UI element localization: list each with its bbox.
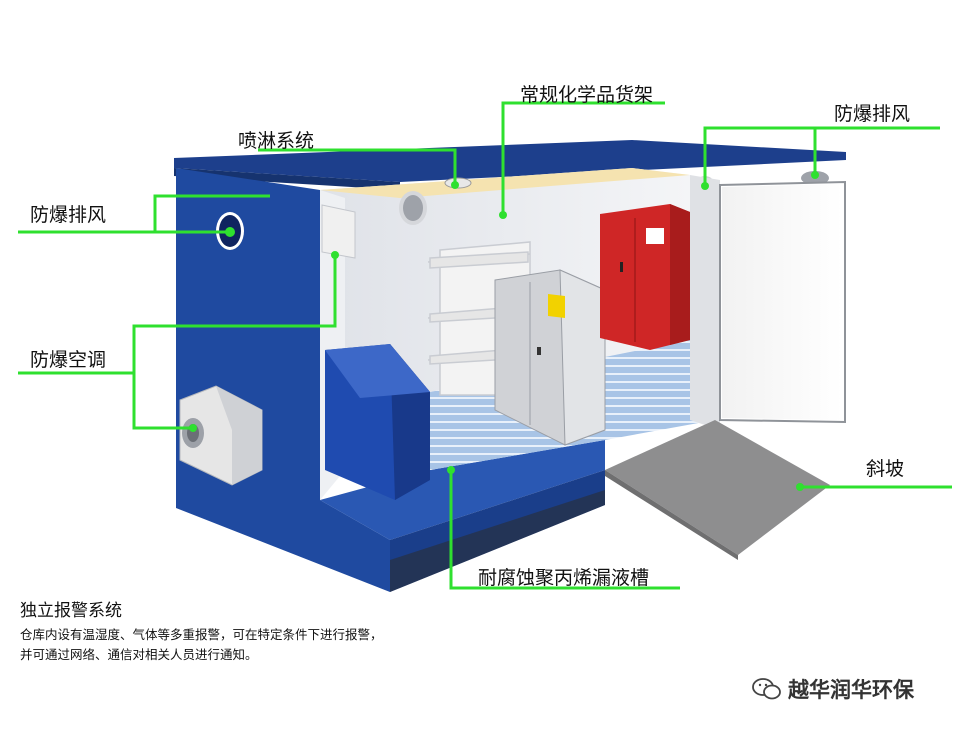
interior-ceiling: [320, 168, 690, 198]
watermark: 越华润华环保: [752, 676, 914, 702]
leader-trough: [449, 470, 680, 590]
leader-lines: [18, 101, 952, 590]
label-exhaust-left: 防爆排风: [30, 204, 107, 226]
label-shelf: 常规化学品货架: [520, 84, 654, 106]
explosion-proof-ac-indoor: [325, 344, 430, 500]
leader-ac-outdoor: [132, 373, 193, 430]
exhaust-vent-interior: [399, 191, 427, 225]
label-ramp: 斜坡: [866, 458, 905, 480]
leader-exhaust-right: [703, 126, 940, 186]
label-ac: 防爆空调: [30, 349, 107, 371]
leader-shelf: [501, 101, 665, 215]
leader-dots: [189, 171, 819, 491]
leader-spray: [258, 148, 457, 185]
front-wall-lower: [320, 440, 605, 540]
leader-exhaust-left: [18, 194, 270, 234]
base-dark: [390, 490, 605, 592]
label-spray-system: 喷淋系统: [238, 130, 315, 152]
red-flammable-cabinet: [600, 204, 690, 350]
label-leak-trough: 耐腐蚀聚丙烯漏液槽: [478, 567, 650, 589]
ramp: [605, 420, 830, 555]
leader-ac: [18, 255, 337, 375]
grey-safety-cabinet: [494, 269, 606, 446]
alarm-system-title: 独立报警系统: [20, 601, 122, 621]
label-exhaust-right: 防爆排风: [834, 103, 911, 125]
ramp-edge: [605, 470, 738, 560]
alarm-system-line-2: 并可通过网络、通信对相关人员进行通知。: [20, 647, 258, 662]
left-outer-wall: [176, 168, 390, 592]
open-door: [690, 175, 846, 430]
wechat-icon: [752, 678, 781, 700]
roof-rim: [174, 168, 400, 190]
outdoor-ac-unit: [179, 385, 263, 486]
watermark-text: 越华润华环保: [788, 678, 914, 702]
roof: [174, 140, 846, 182]
wall-ac-unit: [321, 204, 356, 259]
alarm-system-line-1: 仓库内设有温湿度、气体等多重报警，可在特定条件下进行报警，: [20, 627, 383, 642]
